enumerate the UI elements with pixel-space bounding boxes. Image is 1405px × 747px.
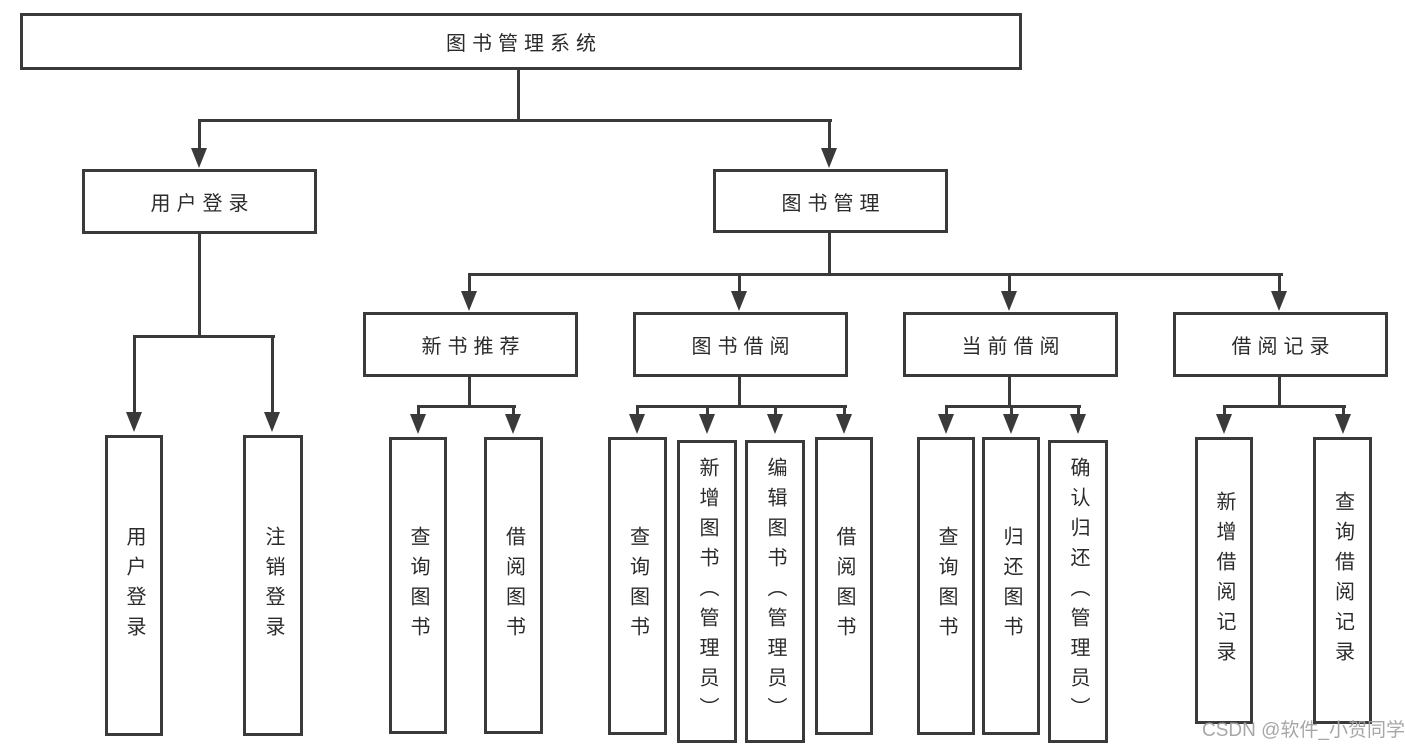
csdn-watermark: CSDN @软件_小贺同学 xyxy=(1202,720,1405,741)
connector-line xyxy=(517,69,520,121)
arrowhead-down-icon xyxy=(1003,414,1019,434)
node-book-management: 图书管理 xyxy=(713,169,948,233)
connector-line xyxy=(468,276,471,294)
node-label: 图书借阅 xyxy=(691,336,796,358)
arrowhead-down-icon xyxy=(191,148,207,168)
leaf-bb-edit-books-admin: 编辑图书（管理员） xyxy=(745,440,805,743)
node-current-borrowing: 当前借阅 xyxy=(903,312,1118,377)
arrowhead-down-icon xyxy=(461,291,477,311)
connector-line xyxy=(843,408,846,417)
leaf-bb-add-books-admin: 新增图书（管理员） xyxy=(677,440,737,743)
arrowhead-down-icon xyxy=(126,412,142,432)
node-borrowing-records: 借阅记录 xyxy=(1173,312,1388,377)
connector-line xyxy=(706,408,709,417)
node-book-borrowing: 图书借阅 xyxy=(633,312,848,377)
node-label: 注销登录 xyxy=(262,525,284,646)
connector-line xyxy=(636,405,847,408)
leaf-cb-confirm-return-admin: 确认归还（管理员） xyxy=(1048,440,1108,743)
connector-line xyxy=(945,405,1081,408)
node-label: 查询借阅记录 xyxy=(1331,490,1354,671)
arrowhead-down-icon xyxy=(1216,414,1232,434)
leaf-rec-query-books: 查询图书 xyxy=(389,437,447,734)
arrowhead-down-icon xyxy=(767,414,783,434)
node-label: 借阅图书 xyxy=(833,526,855,646)
leaf-logout: 注销登录 xyxy=(243,435,303,736)
connector-line xyxy=(1077,408,1080,417)
connector-line xyxy=(945,408,948,417)
arrowhead-down-icon xyxy=(410,414,426,434)
connector-line xyxy=(133,335,275,338)
connector-line xyxy=(1278,377,1281,407)
node-library-management-system: 图书管理系统 xyxy=(20,13,1022,70)
connector-line xyxy=(133,338,136,415)
node-label: 确认归还（管理员） xyxy=(1067,456,1089,727)
node-label: 编辑图书（管理员） xyxy=(764,456,786,727)
arrowhead-down-icon xyxy=(836,414,852,434)
node-label: 新增借阅记录 xyxy=(1213,490,1235,671)
arrowhead-down-icon xyxy=(1271,291,1287,311)
connector-line xyxy=(1008,377,1011,407)
arrowhead-down-icon xyxy=(821,148,837,168)
node-label: 用户登录 xyxy=(123,525,145,646)
connector-line xyxy=(738,377,741,407)
connector-line xyxy=(417,408,420,417)
leaf-cb-return-books: 归还图书 xyxy=(982,437,1040,735)
node-label: 新书推荐 xyxy=(421,336,526,358)
connector-line xyxy=(417,405,516,408)
connector-line xyxy=(468,273,1283,276)
node-label: 图书管理系统 xyxy=(446,33,602,55)
connector-line xyxy=(198,119,832,122)
arrowhead-down-icon xyxy=(505,414,521,434)
connector-line xyxy=(1278,276,1281,294)
connector-line xyxy=(1010,408,1013,417)
leaf-cb-query-books: 查询图书 xyxy=(917,437,975,735)
connector-line xyxy=(1223,405,1346,408)
leaf-bb-borrow-books: 借阅图书 xyxy=(815,437,873,735)
connector-line xyxy=(774,408,777,417)
connector-line xyxy=(828,122,831,154)
node-label: 用户登录 xyxy=(150,193,255,215)
node-label: 新增图书（管理员） xyxy=(696,456,718,727)
connector-line xyxy=(636,408,639,417)
leaf-br-add-record: 新增借阅记录 xyxy=(1195,437,1253,724)
node-label: 归还图书 xyxy=(1000,526,1022,646)
leaf-rec-borrow-books: 借阅图书 xyxy=(484,437,543,734)
node-label: 查询图书 xyxy=(626,526,649,646)
connector-line xyxy=(198,234,201,337)
arrowhead-down-icon xyxy=(938,414,954,434)
node-label: 查询图书 xyxy=(935,526,957,646)
node-new-book-recommendation: 新书推荐 xyxy=(363,312,578,377)
node-label: 当前借阅 xyxy=(961,336,1066,358)
leaf-user-login: 用户登录 xyxy=(105,435,163,736)
arrowhead-down-icon xyxy=(264,412,280,432)
node-label: 借阅图书 xyxy=(502,525,525,646)
leaf-br-query-record: 查询借阅记录 xyxy=(1313,437,1372,724)
connector-line xyxy=(1342,408,1345,417)
connector-line xyxy=(1008,276,1011,294)
arrowhead-down-icon xyxy=(699,414,715,434)
arrowhead-down-icon xyxy=(1001,291,1017,311)
connector-line xyxy=(828,233,831,275)
node-label: 借阅记录 xyxy=(1231,336,1336,358)
connector-line xyxy=(1223,408,1226,417)
connector-line xyxy=(468,377,471,407)
connector-line xyxy=(198,122,201,154)
connector-line xyxy=(738,276,741,294)
connector-line xyxy=(271,338,274,415)
arrowhead-down-icon xyxy=(629,414,645,434)
connector-line xyxy=(512,408,515,417)
arrowhead-down-icon xyxy=(1335,414,1351,434)
leaf-bb-query-books: 查询图书 xyxy=(608,437,667,735)
arrowhead-down-icon xyxy=(1070,414,1086,434)
node-user-login: 用户登录 xyxy=(82,169,317,234)
node-label: 图书管理 xyxy=(781,192,886,215)
node-label: 查询图书 xyxy=(407,525,429,646)
arrowhead-down-icon xyxy=(731,291,747,311)
